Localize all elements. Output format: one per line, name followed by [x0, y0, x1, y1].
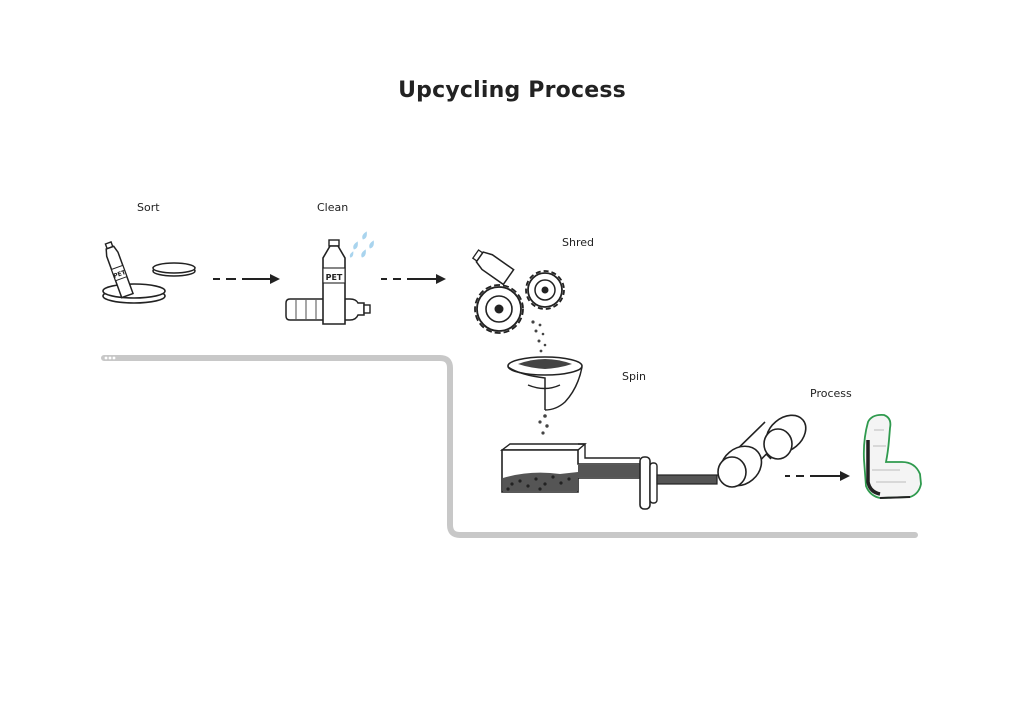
- conveyor-track: [101, 355, 918, 538]
- extruder-icon: [499, 443, 718, 510]
- clean-illustration: PET: [285, 231, 374, 325]
- page-title: Upcycling Process: [398, 78, 626, 103]
- pellets: [538, 414, 549, 457]
- pet-label: PET: [113, 269, 128, 280]
- pet-bottle-icon: [471, 249, 515, 286]
- step-label-process: Process: [810, 387, 852, 400]
- spinning-rollers-icon: [717, 414, 807, 488]
- shred-illustration: [471, 249, 565, 353]
- step-label-shred: Shred: [562, 236, 594, 249]
- step-label-clean: Clean: [317, 201, 349, 214]
- sort-illustration: PET: [102, 241, 196, 304]
- pet-label: PET: [326, 273, 343, 282]
- small-gear-icon: [525, 270, 565, 310]
- water-drops-icon: [349, 231, 374, 258]
- car-seat-icon: [862, 413, 922, 499]
- large-gear-icon: [474, 284, 524, 334]
- funnel-icon: [507, 356, 583, 411]
- step-label-spin: Spin: [622, 370, 646, 383]
- flakes: [531, 320, 547, 353]
- pet-bottle-icon: PET: [104, 241, 134, 299]
- step-label-sort: Sort: [137, 201, 160, 214]
- spin-illustration: [499, 356, 807, 510]
